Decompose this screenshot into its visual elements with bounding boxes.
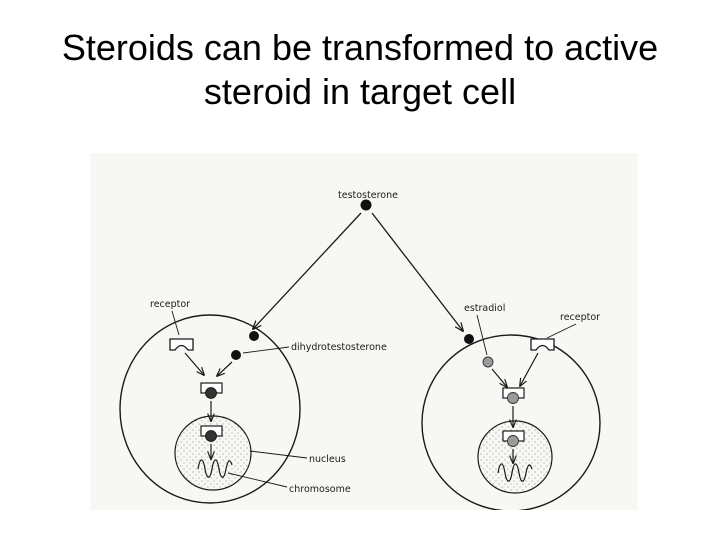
right-cell-membrane [421,334,601,510]
estradiol-label: estradiol [464,303,505,314]
slide-title-line-2: steroid in target cell [203,71,517,112]
left-nuclear-complex-hormone [205,430,217,442]
right-entry-dot [464,334,474,344]
left-chromosome [197,459,233,478]
left-receptor-arrow [184,352,204,375]
dihydrotestosterone-pointer [242,346,290,354]
testosterone-dot [360,199,372,211]
arrow-to-left-cell [253,212,362,329]
left-entry-dot [249,331,259,341]
right-hormone-arrow [491,368,507,387]
right-receptor-shape [530,338,555,351]
left-receptor-label: receptor [150,299,190,310]
left-complex-hormone [205,387,217,399]
right-receptor-arrow [520,352,539,386]
right-chromosome [497,463,533,482]
left-cell-membrane [119,314,301,504]
right-target-cell: estradiol receptor [421,303,601,510]
right-receptor-label: receptor [560,312,600,323]
nucleus-label: nucleus [309,454,346,465]
slide-title-line-1: Steroids can be transformed to active [61,27,659,68]
estradiol-pointer [476,314,488,356]
nucleus-pointer [249,450,308,459]
left-receptor-pointer [171,310,180,336]
arrow-to-right-cell [371,212,463,331]
right-nuclear-complex-hormone [507,435,519,447]
right-complex-hormone [507,392,519,404]
left-target-cell: receptor dihydrotestosterone nucleus chr… [119,299,387,504]
left-receptor-shape [169,338,194,351]
steroid-conversion-diagram: testosterone receptor dihydrotestosteron… [90,153,638,510]
left-hormone-arrow [217,361,233,376]
estradiol-dot [482,356,494,368]
right-receptor-pointer [546,323,577,339]
slide-title: Steroids can be transformed to active st… [0,26,720,114]
dihydrotestosterone-dot [231,350,241,360]
chromosome-pointer [227,472,288,488]
dihydrotestosterone-label: dihydrotestosterone [291,342,387,353]
testosterone-label: testosterone [338,190,398,201]
chromosome-label: chromosome [289,484,351,495]
